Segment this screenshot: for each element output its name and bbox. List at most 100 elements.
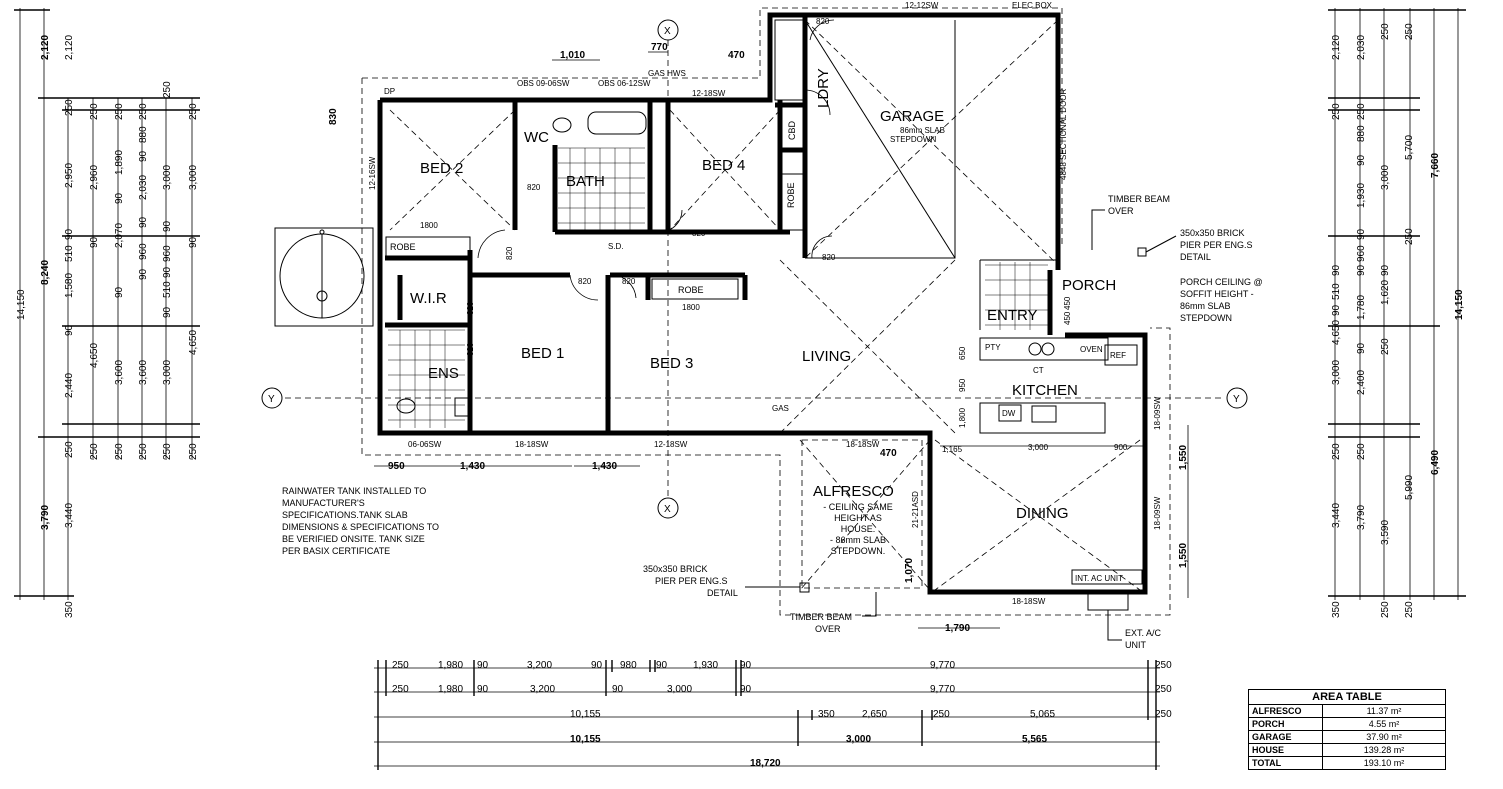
window-label: 06-06SW [408, 440, 442, 449]
left-dim: 3,000 [188, 165, 199, 190]
right-dim: 90 [1331, 304, 1342, 316]
bottom-dim: 90 [477, 660, 489, 671]
right-dim: 1,780 [1356, 295, 1367, 320]
bottom-dim: 90 [612, 684, 624, 695]
bottom-dim: 90 [740, 684, 752, 695]
left-dim: 3,000 [162, 165, 173, 190]
bottom-dim: 5,565 [1022, 734, 1047, 745]
pier-note-line: PIER PER ENG.S [655, 576, 728, 586]
area-table-title: AREA TABLE [1249, 690, 1445, 705]
left-dim: 3,600 [114, 360, 125, 385]
bottom-dim: 90 [656, 660, 668, 671]
room-bed-1: BED 1 [521, 345, 564, 362]
left-dim: 90 [89, 236, 100, 248]
area-table-row: GARAGE 37.90 m² [1249, 731, 1445, 744]
right-dim: 250 [1404, 228, 1415, 245]
door-width: 820 [622, 277, 636, 286]
right-dim: 250 [1331, 103, 1342, 120]
right-dimension-columns: 350 3,440 250 3,000 4,650 90 510 90 250 … [1328, 8, 1466, 618]
window-label: 12-16SW [368, 156, 377, 190]
left-dim: 1,580 [64, 273, 75, 298]
bottom-dim: 5,065 [1030, 709, 1055, 720]
sd-label: S.D. [608, 242, 624, 251]
door-label: 21-21ASD [911, 491, 920, 528]
area-table-row: TOTAL 193.10 m² [1249, 757, 1445, 769]
grid-marker-y-label: Y [268, 394, 275, 405]
left-dim: 2,120 [64, 35, 75, 60]
area-table: AREA TABLE ALFRESCO 11.37 m² PORCH 4.55 … [1248, 689, 1446, 770]
bottom-dim: 980 [620, 660, 637, 671]
right-dim: 3,590 [1380, 520, 1391, 545]
robe-bed3 [651, 278, 739, 300]
left-dim: 4,650 [188, 330, 199, 355]
right-dim: 90 [1356, 264, 1367, 276]
room-ldry: LDRY [815, 68, 832, 108]
right-dim: 3,000 [1380, 165, 1391, 190]
ens-toilet [396, 398, 416, 414]
area-table-row: PORCH 4.55 m² [1249, 718, 1445, 731]
area-name: PORCH [1249, 718, 1323, 730]
tank-note-line: SPECIFICATIONS.TANK SLAB [282, 510, 408, 520]
right-dim: 2,120 [1331, 35, 1342, 60]
door-swings [477, 19, 835, 301]
window-label: 12-12SW [905, 1, 939, 10]
alfresco-notes: - CEILING SAME HEIGHT AS HOUSE. - 86mm S… [823, 502, 893, 556]
grid-marker-x-label: X [664, 504, 671, 515]
right-dim: 90 [1356, 228, 1367, 240]
right-dim: 6,490 [1430, 450, 1441, 475]
window-label: 18-18SW [846, 440, 880, 449]
left-dim: 90 [114, 286, 125, 298]
bottom-dim: 9,770 [930, 684, 955, 695]
dim-470: 470 [728, 50, 745, 61]
room-bed-2: BED 2 [420, 160, 463, 177]
dw-label: DW [1002, 409, 1016, 418]
right-dim: 250 [1404, 601, 1415, 618]
bottom-dim: 1,930 [693, 660, 718, 671]
right-dim: 90 [1356, 342, 1367, 354]
pier-symbol [799, 582, 810, 593]
bottom-dim: 350 [818, 709, 835, 720]
beam-note-line: TIMBER BEAM [790, 612, 852, 622]
porch-note-line: STEPDOWN [1180, 313, 1232, 323]
bottom-dim: 250 [392, 660, 409, 671]
tank-note-line: BE VERIFIED ONSITE. TANK SIZE [282, 534, 425, 544]
dim-1070: 1,070 [904, 558, 915, 583]
elec-box-label: ELEC BOX [1012, 1, 1053, 10]
right-dim: 250 [1380, 601, 1391, 618]
bottom-dim: 10,155 [570, 709, 601, 720]
bottom-dim: 250 [392, 684, 409, 695]
bottom-dim: 90 [477, 684, 489, 695]
sectional-door-label: 4848 SECTIONAL DOOR [1059, 88, 1068, 180]
rainwater-tank [274, 227, 374, 327]
right-dim: 3,790 [1356, 505, 1367, 530]
right-dim: 250 [1356, 443, 1367, 460]
alfresco-note-line: HOUSE. [841, 524, 876, 534]
ref-label: REF [1110, 351, 1126, 360]
grid-marker-y-label: Y [1233, 394, 1240, 405]
alfresco-note-line: - CEILING SAME [823, 502, 893, 512]
beam-note-line: TIMBER BEAM [1108, 194, 1170, 204]
right-dim: 1,930 [1356, 183, 1367, 208]
pier-note-line: 350x350 BRICK [1180, 228, 1245, 238]
dim-830: 830 [328, 108, 339, 125]
dim-650: 650 [958, 346, 967, 360]
left-dim: 250 [89, 103, 100, 120]
right-dim: 90 [1380, 264, 1391, 276]
dim-450: 450 [1063, 296, 1072, 310]
bottom-dim: 3,000 [667, 684, 692, 695]
wc-toilet [552, 117, 572, 133]
left-dim: 1,890 [114, 150, 125, 175]
room-wc: WC [524, 129, 549, 146]
left-dim: 350 [64, 601, 75, 618]
left-dim: 250 [114, 443, 125, 460]
left-dim: 2,120 [40, 35, 51, 60]
dim-1550: 1,550 [1178, 445, 1189, 470]
right-dim: 90 [1356, 154, 1367, 166]
bottom-dim: 250 [1155, 684, 1172, 695]
left-dim: 960 [138, 243, 149, 260]
door-width: 820 [505, 246, 514, 260]
right-dim: 250 [1356, 103, 1367, 120]
left-dim: 250 [188, 103, 199, 120]
right-dim: 7,660 [1430, 153, 1441, 178]
